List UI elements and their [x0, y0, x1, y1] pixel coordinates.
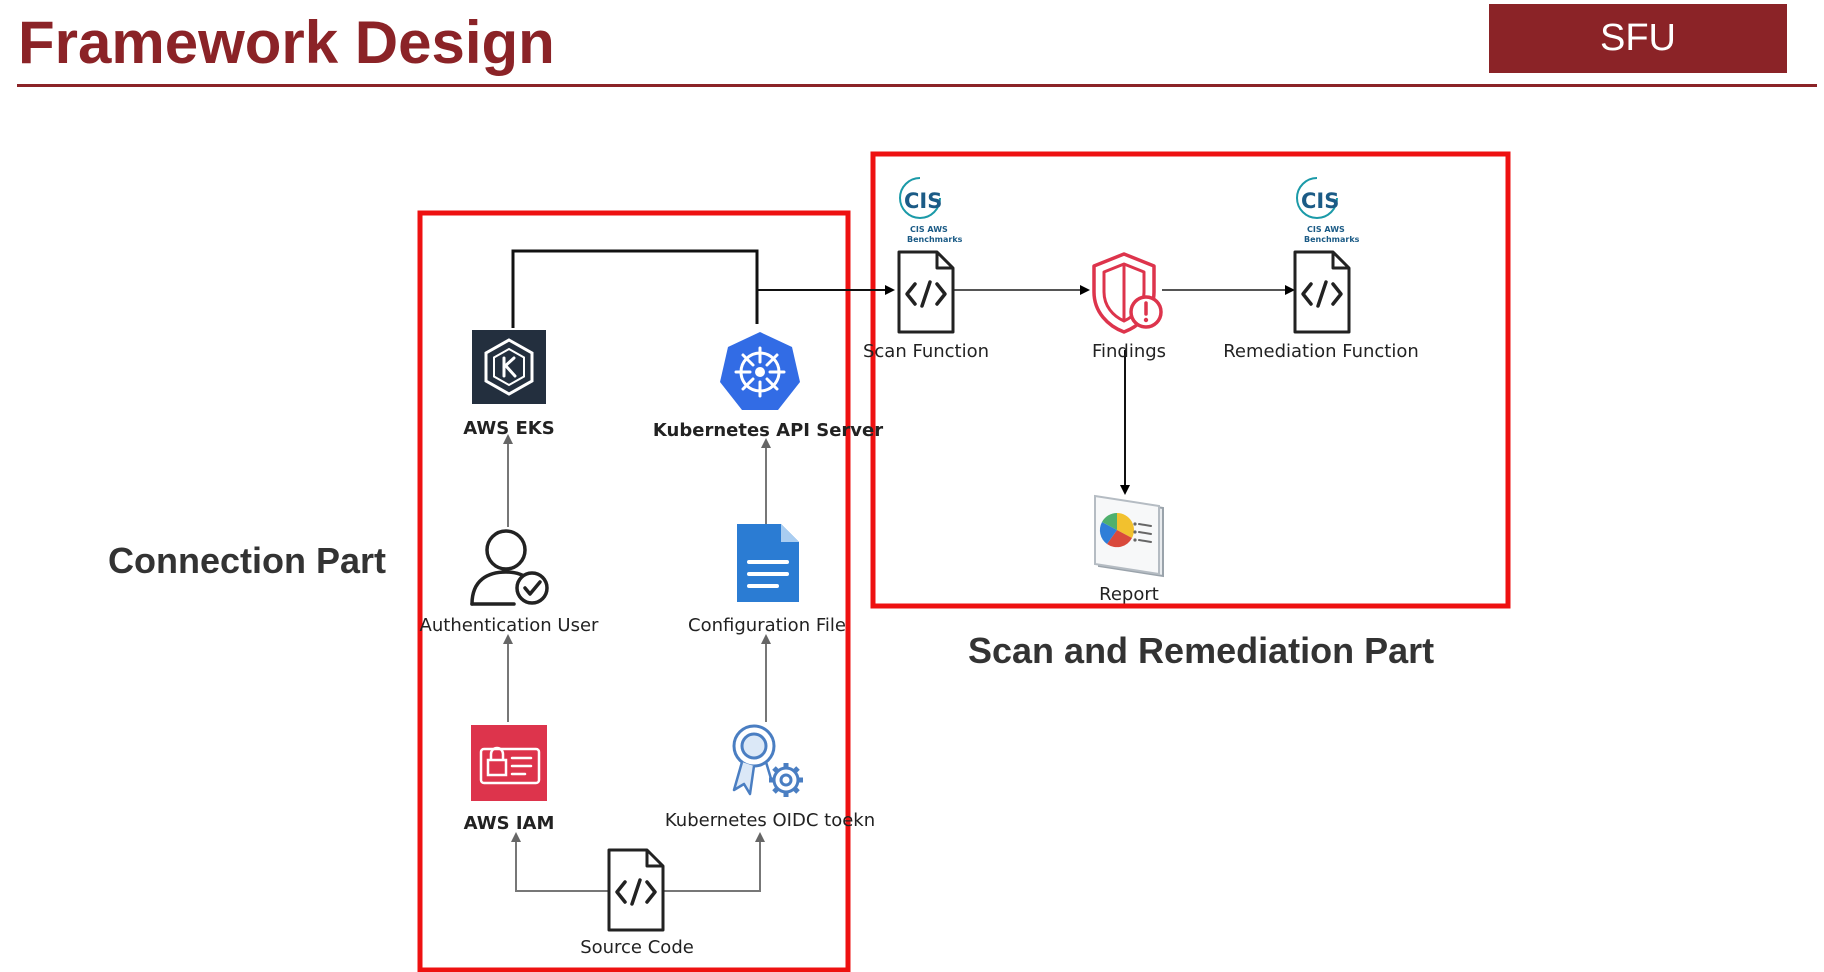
report-label: Report — [1099, 584, 1159, 605]
scan-function-label: Scan Function — [863, 341, 989, 362]
aws-iam-label: AWS IAM — [464, 813, 555, 834]
auth-user-label: Authentication User — [420, 615, 599, 636]
source-to-iam-connector — [511, 832, 608, 892]
connection-part-box — [417, 210, 851, 972]
page-title: Framework Design — [18, 9, 555, 76]
iam-icon — [471, 725, 547, 801]
title-divider — [17, 84, 1817, 87]
source-code-label: Source Code — [580, 937, 694, 958]
oidc-token-label: Kubernetes OIDC toekn — [665, 810, 875, 831]
code-file-icon — [1293, 250, 1351, 334]
svg-text:Benchmarks: Benchmarks — [907, 235, 963, 244]
svg-text:CIS AWS: CIS AWS — [910, 225, 948, 234]
eks-to-scan-connector — [511, 249, 759, 328]
code-file-icon — [607, 848, 665, 932]
source-to-oidc-connector — [664, 832, 765, 892]
cis-logo: CIS CIS AWS Benchmarks — [1296, 177, 1360, 244]
svg-text:CIS: CIS — [1301, 189, 1339, 213]
svg-text:CIS: CIS — [904, 189, 942, 213]
certificate-gear-icon — [732, 724, 803, 797]
scan-remediation-part-box — [870, 151, 1511, 609]
document-icon — [737, 524, 799, 602]
connection-part-label: Connection Part — [108, 540, 387, 581]
findings-label: Findings — [1092, 341, 1166, 362]
remediation-function-label: Remediation Function — [1223, 341, 1419, 362]
config-file-label: Configuration File — [688, 615, 846, 636]
k8s-api-server-label: Kubernetes API Server — [653, 420, 883, 441]
kubernetes-icon — [720, 332, 800, 410]
scan-remediation-part-label: Scan and Remediation Part — [968, 630, 1435, 671]
eks-icon — [472, 330, 546, 404]
cis-logo: CIS CIS AWS Benchmarks — [899, 177, 963, 244]
shield-alert-icon — [1092, 252, 1163, 334]
pie-report-icon — [1094, 494, 1164, 578]
aws-eks-label: AWS EKS — [463, 418, 554, 439]
user-check-icon — [470, 529, 549, 606]
code-file-icon — [897, 250, 955, 334]
svg-text:CIS AWS: CIS AWS — [1307, 225, 1345, 234]
svg-text:Benchmarks: Benchmarks — [1304, 235, 1360, 244]
institution-badge: SFU — [1489, 4, 1787, 73]
